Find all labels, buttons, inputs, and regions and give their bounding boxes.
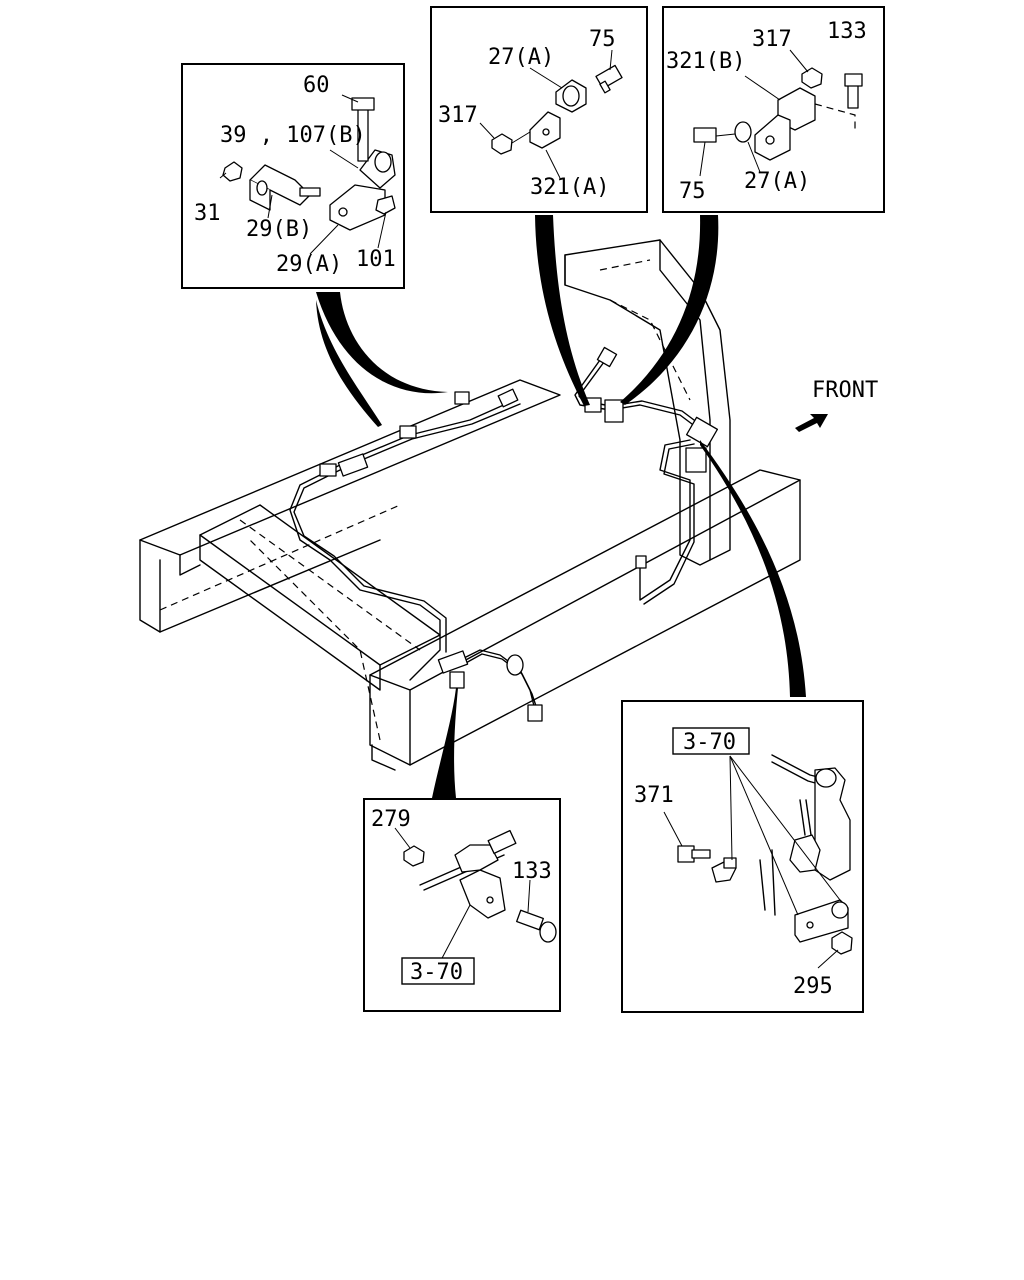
label-75-b: 75 (589, 27, 616, 52)
label-29a: 29(A) (276, 252, 342, 277)
label-29b: 29(B) (246, 217, 312, 242)
label-27a-b: 27(A) (488, 45, 554, 70)
label-317-b: 317 (438, 103, 478, 128)
label-279: 279 (371, 807, 411, 832)
label-27a-c: 27(A) (744, 169, 810, 194)
label-133-c: 133 (827, 19, 867, 44)
front-direction-label: FRONT (812, 378, 878, 403)
label-60: 60 (303, 73, 330, 98)
label-101: 101 (356, 247, 396, 272)
label-321a: 321(A) (530, 175, 609, 200)
callout-leader-wedges (316, 215, 806, 798)
callout-box-c: 317 133 321(B) 75 27(A) (662, 6, 885, 213)
label-75-c: 75 (679, 179, 706, 204)
label-295: 295 (793, 974, 833, 999)
brake-pipe-routing (289, 346, 719, 722)
label-317-c: 317 (752, 27, 792, 52)
reference-box-e (672, 727, 750, 755)
callout-box-e: 3-70 371 295 (621, 700, 864, 1013)
reference-box-d (401, 957, 475, 985)
front-arrow-icon (795, 414, 828, 432)
reference-label-e: 3-70 (683, 730, 736, 755)
label-31: 31 (194, 201, 221, 226)
label-39-107b: 39 , 107(B) (220, 123, 366, 148)
reference-label-d: 3-70 (410, 960, 463, 985)
label-371: 371 (634, 783, 674, 808)
callout-box-b: 27(A) 75 317 321(A) (430, 6, 648, 213)
chassis-frame-assembly (139, 239, 801, 771)
label-133-d: 133 (512, 859, 552, 884)
callout-box-a: 60 39 , 107(B) 31 29(B) 29(A) 101 (181, 63, 405, 289)
callout-box-d: 279 133 3-70 (363, 798, 561, 1012)
label-321b: 321(B) (666, 49, 745, 74)
